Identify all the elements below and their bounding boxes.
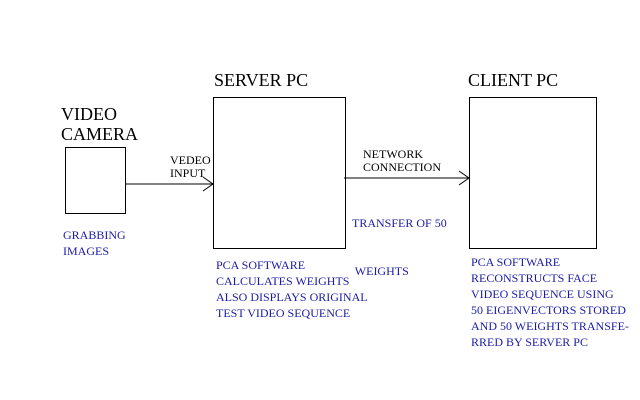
camera-box: [65, 147, 126, 214]
network-arrow: [344, 170, 470, 186]
server-caption-line: TEST VIDEO SEQUENCE: [216, 306, 351, 320]
client-caption-line: 50 EIGENVECTORS STORED: [471, 303, 626, 317]
server-box: [213, 97, 346, 249]
network-transfer-note: TRANSFER OF 50 WEIGHTS: [352, 183, 447, 295]
camera-caption: GRABBING IMAGES: [63, 227, 126, 259]
client-caption-line: AND 50 WEIGHTS TRANSFE-: [471, 319, 629, 333]
server-caption-line: CALCULATES WEIGHTS: [216, 274, 350, 288]
camera-title-line: VIDEO: [61, 104, 117, 124]
client-caption-line: VIDEO SEQUENCE USING: [471, 287, 614, 301]
camera-caption-line: GRABBING: [63, 228, 126, 242]
video-input-arrow-head: [202, 176, 214, 192]
server-caption-line: ALSO DISPLAYS ORIGINAL: [216, 290, 368, 304]
video-input-label: VEDEO INPUT: [170, 154, 211, 180]
client-caption: PCA SOFTWARE RECONSTRUCTS FACE VIDEO SEQ…: [471, 254, 629, 350]
client-title: CLIENT PC: [468, 70, 559, 90]
network-label-line: NETWORK: [363, 147, 423, 161]
video-input-arrow: [125, 176, 214, 192]
client-caption-line: RECONSTRUCTS FACE: [471, 271, 598, 285]
client-box: [469, 97, 597, 249]
camera-title-line: CAMERA: [61, 124, 139, 144]
client-caption-line: PCA SOFTWARE: [471, 255, 561, 269]
network-arrow-head: [458, 170, 470, 186]
camera-caption-line: IMAGES: [63, 244, 110, 258]
network-note-line: TRANSFER OF 50: [352, 216, 447, 230]
server-caption-line: PCA SOFTWARE: [216, 258, 306, 272]
network-label-line: CONNECTION: [363, 160, 441, 174]
client-caption-line: RRED BY SERVER PC: [471, 335, 588, 349]
network-label: NETWORK CONNECTION: [363, 148, 441, 174]
camera-title: VIDEO CAMERA: [61, 104, 138, 144]
server-title: SERVER PC: [214, 70, 309, 90]
video-input-label-line: INPUT: [170, 166, 206, 180]
network-note-line: WEIGHTS: [352, 264, 409, 278]
server-caption: PCA SOFTWARE CALCULATES WEIGHTS ALSO DIS…: [216, 257, 368, 321]
video-input-label-line: VEDEO: [170, 153, 211, 167]
